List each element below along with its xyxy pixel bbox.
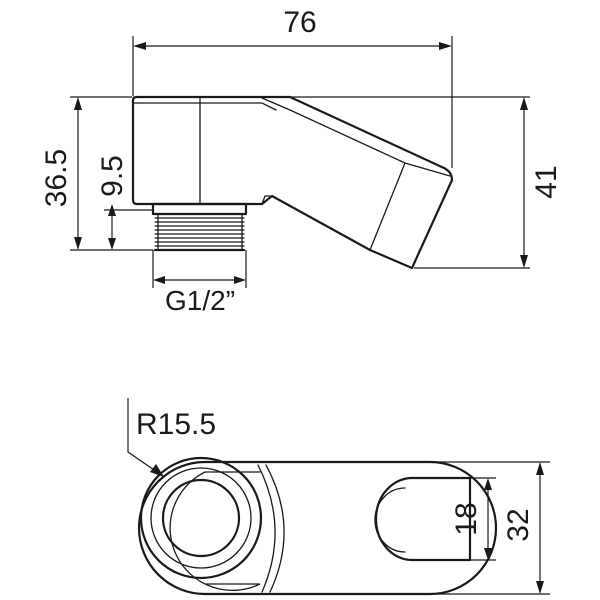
inlet-outer-circle — [139, 456, 263, 580]
outlet-pill-inner — [374, 487, 406, 553]
dim-radius: R15.5 — [127, 398, 216, 477]
top-view: R15.5 18 32 — [127, 398, 550, 596]
dim-overall-height: 41 — [270, 96, 563, 269]
dim-thread-length: 9.5 — [96, 155, 153, 250]
outlet-pill — [374, 476, 472, 562]
dim-inner-height: 18 — [450, 477, 496, 561]
joint-curve-left — [257, 464, 276, 593]
dim-overall-length: 76 — [132, 6, 453, 168]
dim-outer-height: 32 — [430, 461, 550, 595]
dim-label-thread-length: 9.5 — [96, 155, 129, 197]
thread — [151, 202, 248, 252]
side-view: 76 36.5 9.5 41 — [40, 6, 563, 316]
top-inner-outline — [169, 471, 261, 591]
thread-collar — [151, 202, 248, 216]
dim-label-overall-length: 76 — [283, 6, 316, 39]
dim-label-height-to-thread: 36.5 — [40, 149, 73, 207]
spout-tip-edge — [369, 162, 406, 251]
dim-height-to-thread: 36.5 — [40, 96, 153, 251]
dim-thread-size: G1/2” — [152, 250, 247, 316]
joint-curve-right — [265, 464, 285, 593]
inlet-mid-circle — [150, 467, 252, 569]
dim-label-radius: R15.5 — [136, 408, 216, 441]
body-bevel-line — [261, 97, 451, 177]
dim-label-outer-height: 32 — [502, 508, 535, 541]
dim-label-overall-height: 41 — [530, 165, 563, 198]
dim-label-inner-height: 18 — [450, 502, 483, 535]
inlet-inner-circle — [161, 478, 241, 558]
spout-body-outline — [131, 95, 454, 270]
body-top-highlight — [133, 102, 277, 111]
spout-underside — [261, 195, 271, 205]
dim-label-thread-size: G1/2” — [165, 285, 235, 316]
